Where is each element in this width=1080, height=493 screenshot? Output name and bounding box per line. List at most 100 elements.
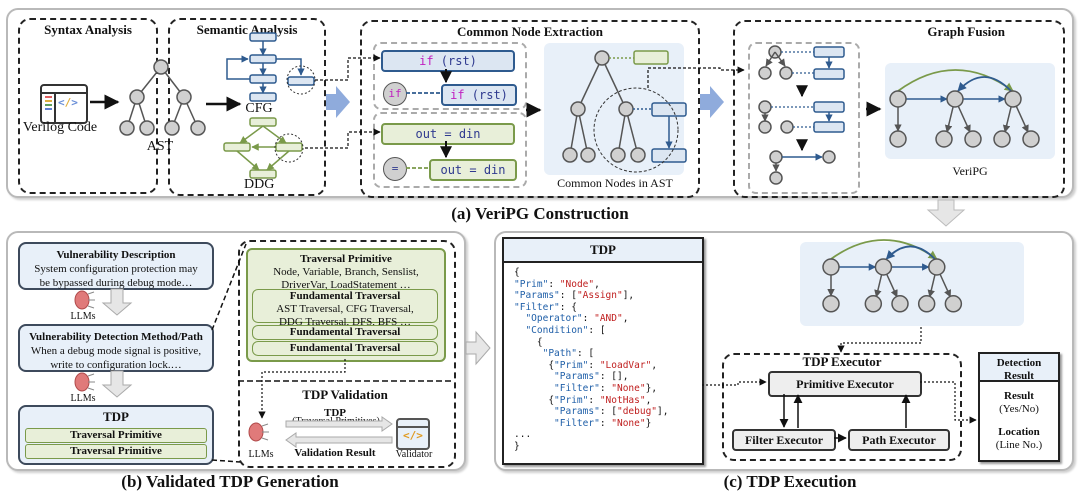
graph-node: [935, 130, 953, 148]
if-keyword: if: [419, 54, 434, 68]
validator-label: Validator: [395, 449, 433, 460]
fusion-block: [813, 121, 845, 133]
graph-node: [822, 258, 840, 276]
dotted-connector: [315, 54, 381, 81]
llm-flow-arrow-1: [101, 288, 133, 316]
ddg-label: DDG: [244, 177, 275, 192]
graph-node: [891, 295, 909, 313]
cfg-block: [249, 32, 277, 42]
assign-statement-box-2: out = din: [429, 159, 517, 181]
graph-edge: [239, 125, 264, 144]
graph-edge: [262, 125, 287, 144]
graph-edge: [577, 108, 591, 156]
graph-node: [610, 147, 626, 163]
syntax-analysis-title: Syntax Analysis: [44, 22, 132, 37]
ddg-block: [223, 142, 251, 152]
graph-node: [769, 171, 783, 185]
dotted-connector: [305, 128, 381, 149]
veripg-label: VeriPG: [952, 164, 988, 178]
vuln-method-title: Vulnerability Detection Method/Path: [29, 331, 203, 343]
code-file-icon: </>: [40, 84, 88, 124]
graph-edge: [615, 108, 627, 156]
tdp-executor-title: TDP Executor: [802, 354, 882, 369]
brain-circuit: [87, 373, 95, 377]
zoom-line: [211, 243, 247, 331]
graph-fusion-title: Graph Fusion: [927, 24, 1005, 39]
vuln-desc-title: Vulnerability Description: [56, 249, 176, 261]
assign-extraction-group: [373, 112, 527, 188]
result-value: (Yes/No): [999, 403, 1039, 415]
zoom-detail-box: [238, 240, 456, 468]
json-line: "Filter": "None"},: [554, 382, 658, 394]
graph-node: [864, 295, 883, 313]
graph-edge: [577, 57, 603, 110]
tdp-json-box: TDP {"Prim": "Node","Params": ["Assign"]…: [502, 237, 704, 465]
semantic-analysis-box: [168, 18, 326, 196]
json-line: }: [514, 440, 520, 452]
b-to-c-arrow: [465, 330, 491, 366]
llm-label-2: LLMs: [70, 393, 96, 404]
panel-c-caption: (c) TDP Execution: [723, 472, 857, 491]
json-line: ...: [514, 429, 532, 441]
graph-node: [944, 295, 963, 313]
llm-label-1: LLMs: [70, 311, 96, 322]
assign-statement-box: out = din: [381, 123, 515, 145]
llm-brain-icon: [248, 422, 264, 442]
json-line: "Filter": {: [514, 301, 577, 313]
dotted-connector: [276, 58, 305, 76]
forward-arrow: [285, 416, 393, 432]
fundamental-traversal-1: Fundamental Traversal AST Traversal, CFG…: [252, 289, 438, 328]
cfg-label: CFG: [245, 101, 273, 116]
graph-node: [176, 89, 192, 105]
json-line: {: [514, 336, 543, 348]
tdp-executor-box: [722, 353, 962, 461]
graph-node: [780, 120, 794, 134]
graph-edge: [774, 51, 786, 67]
path-executor-box: Path Executor: [848, 429, 950, 451]
ddg-block: [249, 117, 277, 127]
graph-node: [822, 295, 840, 313]
graph-node: [758, 120, 772, 134]
graph-edge: [567, 108, 579, 156]
tdp-json-title: TDP: [504, 239, 702, 263]
dotted-connector: [702, 378, 767, 386]
brain-circuit: [87, 387, 95, 391]
graph-node: [139, 120, 155, 136]
graph-node: [594, 50, 610, 66]
fundamental-traversal-3: Fundamental Traversal: [252, 341, 438, 356]
detection-result-title: Detection Result: [980, 354, 1058, 382]
fundamental-traversal-2: Fundamental Traversal: [252, 325, 438, 340]
graph-node: [758, 100, 772, 114]
traversal-primitive-text: Node, Variable, Branch, Senslist, Driver…: [273, 266, 419, 291]
json-line: "Params": [],: [554, 371, 629, 383]
json-line: "Path": [: [542, 348, 595, 360]
graph-node: [580, 147, 596, 163]
zoom-line: [211, 459, 241, 463]
graph-node: [964, 130, 982, 148]
location-value: (Line No.): [995, 439, 1043, 451]
fusion-steps-group: [748, 42, 860, 194]
graph-node: [164, 120, 180, 136]
tdp-validation-title: TDP Validation: [302, 387, 388, 402]
validation-llm-label: LLMs: [248, 449, 274, 460]
graph-fusion-box: [733, 20, 1065, 198]
ast-label: AST: [146, 139, 174, 154]
graph-node: [779, 66, 793, 80]
graph-edge: [266, 150, 290, 171]
tdp-traversal-primitive-1: Traversal Primitive: [25, 428, 207, 443]
fusion-block: [813, 101, 845, 113]
panel-a-caption: (a) VeriPG Construction: [451, 204, 629, 223]
highlight-circle: [593, 87, 679, 173]
back-arrow: [285, 432, 393, 448]
graph-node: [822, 150, 836, 164]
common-node-extraction-box: [360, 20, 700, 198]
validation-result-label: Validation Result: [294, 447, 376, 459]
validation-forward-label: TDP: [324, 407, 346, 419]
filter-executor-box: Filter Executor: [732, 429, 836, 451]
vuln-desc-text: System configuration protection may be b…: [34, 263, 198, 289]
tdp-json-code: {"Prim": "Node","Params": ["Assign"],"Fi…: [504, 263, 702, 453]
vuln-method-text: When a debug mode signal is positive, wr…: [30, 345, 202, 371]
graph-node: [874, 258, 893, 276]
ddg-block: [275, 142, 303, 152]
